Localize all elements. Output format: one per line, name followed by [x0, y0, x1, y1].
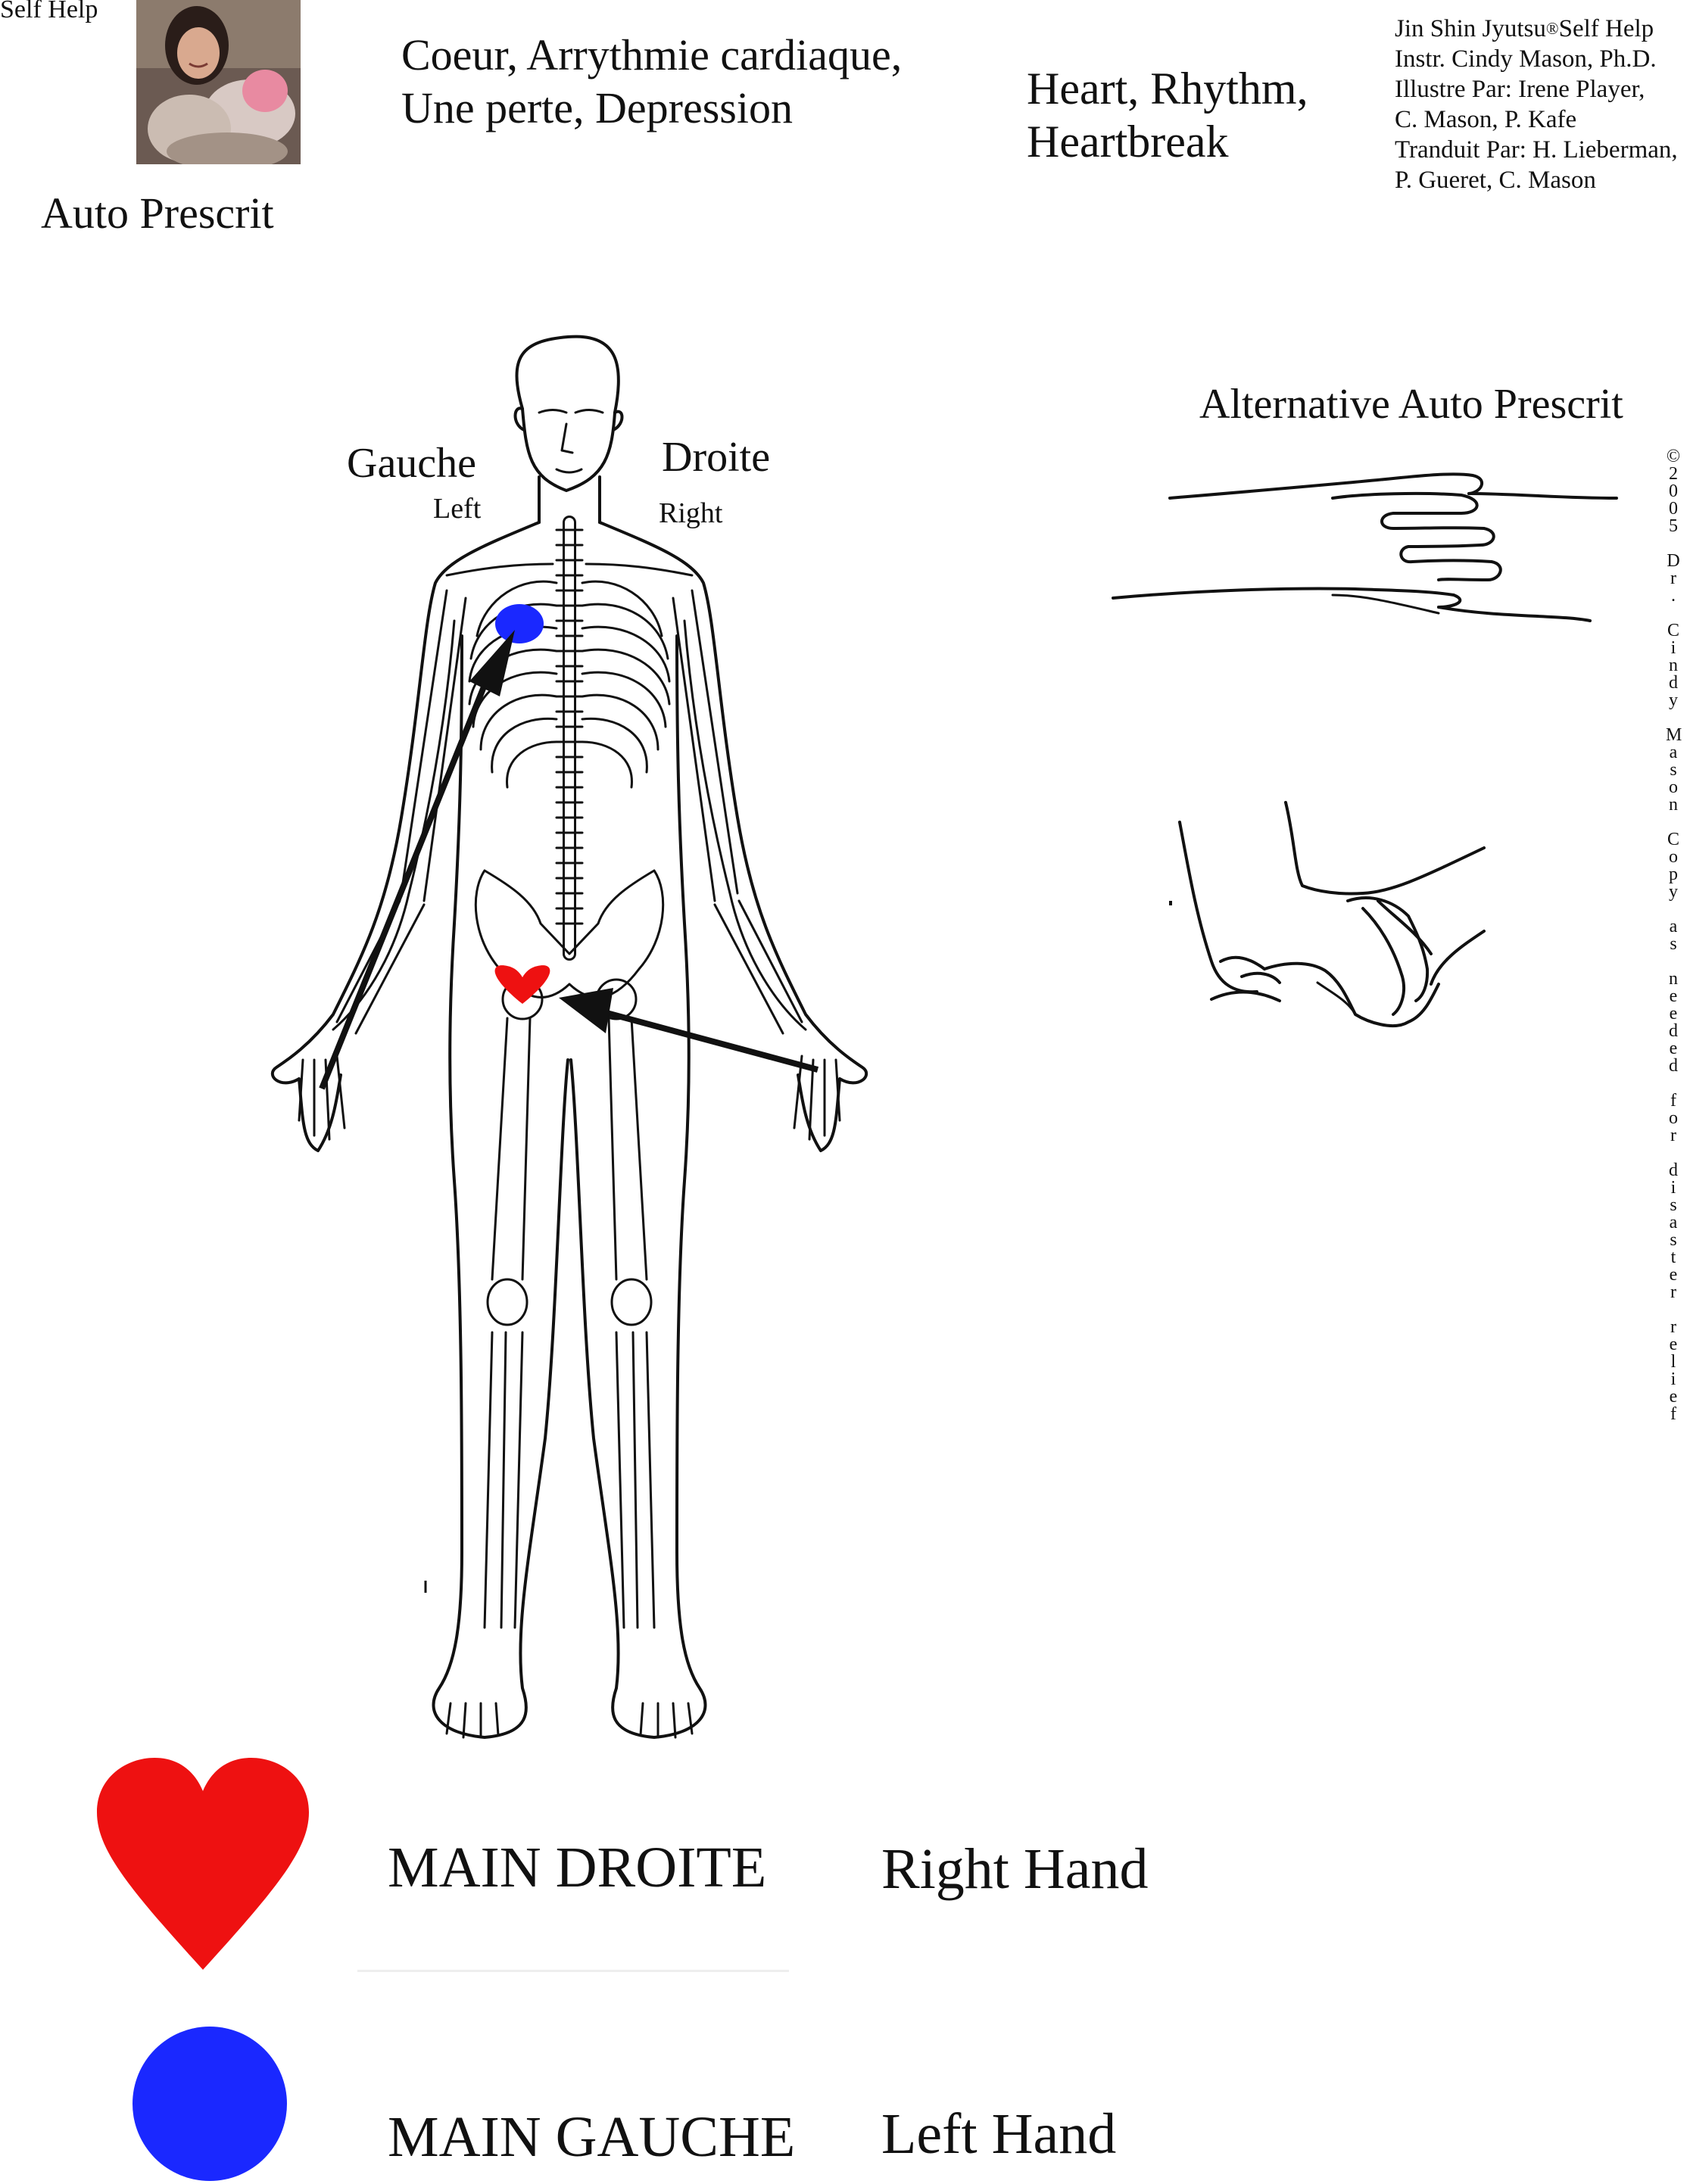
credits-line2: Instr. Cindy Mason, Ph.D. [1395, 45, 1657, 73]
blue-point-marker [495, 604, 544, 643]
english-title-line2: Heartbreak [1027, 117, 1229, 167]
instructor-photo [136, 0, 301, 164]
left-hand-label: Left Hand [881, 2102, 1117, 2166]
main-droite-label: MAIN DROITE [388, 1836, 767, 1899]
left-label: Left [433, 493, 482, 525]
right-label: Right [659, 497, 723, 529]
french-title-line2: Une perte, Depression [401, 83, 793, 132]
credits-line1: Jin Shin Jyutsu®Self Help [1395, 15, 1654, 42]
heart-icon [97, 1758, 309, 1970]
alternative-label: Alternative Auto Prescrit [1199, 381, 1623, 428]
registered-mark: ® [1545, 19, 1559, 38]
arrow-left-hand-to-chest [319, 665, 495, 1090]
english-title-line1: Heart, Rhythm, [1027, 64, 1308, 114]
red-heart-marker [494, 965, 550, 1004]
credits-line4: C. Mason, P. Kafe [1395, 106, 1577, 133]
credits-block: Jin Shin Jyutsu®Self Help Instr. Cindy M… [1395, 14, 1678, 195]
gauche-label: Gauche [347, 440, 477, 487]
circle-icon [133, 2027, 287, 2181]
droite-label: Droite [662, 434, 771, 481]
french-title-line1: Coeur, Arrythmie cardiaque, [401, 30, 903, 79]
credits-line3: Illustre Par: Irene Player, [1395, 76, 1645, 103]
hands-over-illustration [1112, 472, 1618, 622]
legend-divider [357, 1970, 789, 1972]
self-help-label: Self Help [0, 0, 98, 23]
arrow-right-hand-to-hip [597, 1008, 819, 1073]
main-gauche-label: MAIN GAUCHE [388, 2105, 796, 2169]
auto-prescrit-label: Auto Prescrit [41, 188, 274, 238]
french-title: Coeur, Arrythmie cardiaque, Une perte, D… [401, 29, 902, 135]
credits-line6: P. Gueret, C. Mason [1395, 167, 1596, 194]
credits-line5: Tranduit Par: H. Lieberman, [1395, 136, 1678, 164]
right-hand-label: Right Hand [881, 1837, 1149, 1901]
english-title: Heart, Rhythm, Heartbreak [1027, 62, 1308, 168]
hands-clasped-illustration [1169, 801, 1486, 1027]
